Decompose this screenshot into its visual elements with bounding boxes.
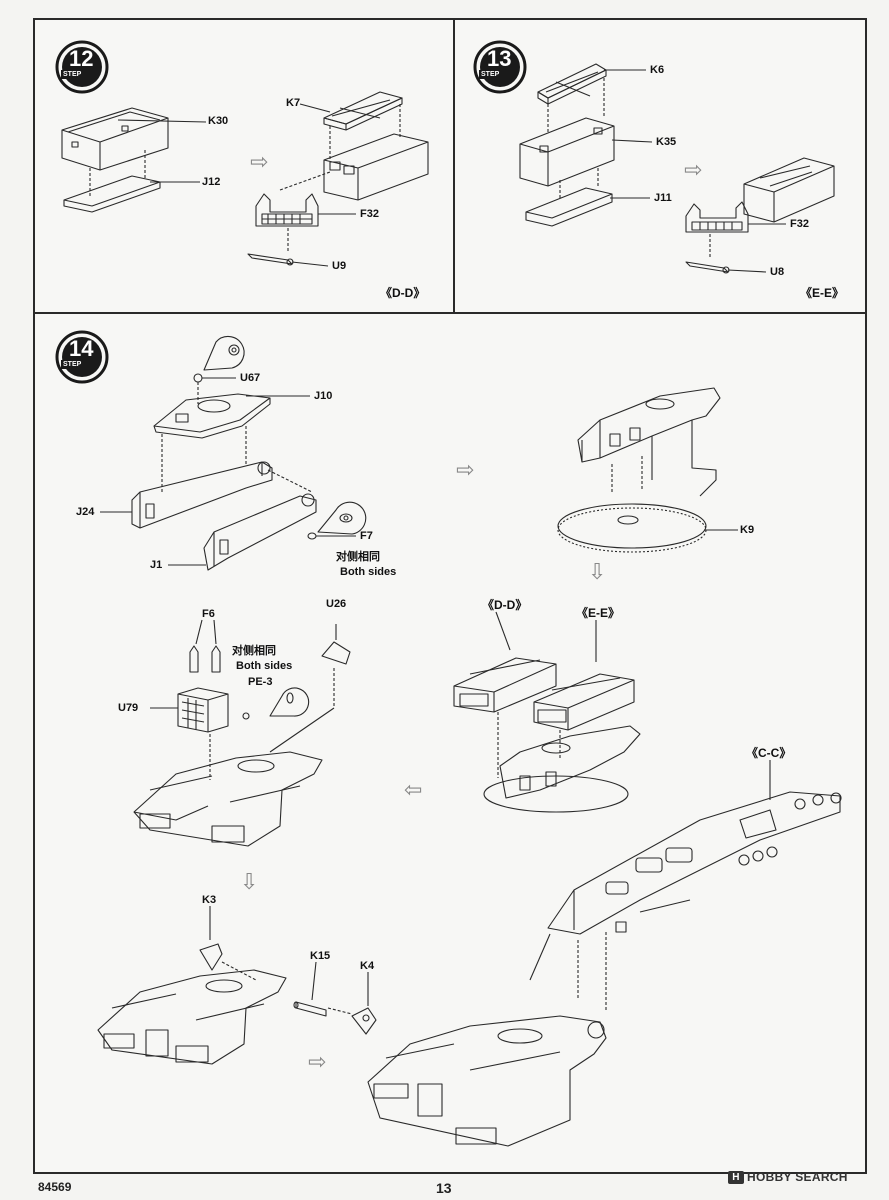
part-k35-drawing [519,117,615,187]
step-13-number: 13 [487,46,512,71]
label-u67: U67 [240,372,261,384]
part-k7-drawing [323,91,403,131]
label-k3: K3 [202,894,217,906]
watermark-text: HOBBY SEARCH [747,1170,848,1184]
label-j24: J24 [76,506,95,518]
part-f6-drawing [189,645,221,673]
part-f32-13-drawing [685,201,749,233]
label-k15: K15 [310,950,331,962]
step-12-number: 12 [69,46,94,71]
part-k3-drawing [199,943,223,971]
label-pe3: PE-3 [248,676,273,688]
step-13-badge: 13 STEP [473,40,527,94]
section-ee-13: 《E-E》 [800,286,845,300]
label-both-sides-cn-2: 对侧相同 [232,645,276,657]
label-u79: U79 [118,702,139,714]
part-k30-assembled-drawing [323,133,429,201]
step-14-arrow-down-2-icon: ⇩ [240,870,259,895]
label-j1: J1 [150,559,163,571]
step-13-assembled-drawing [743,157,835,223]
label-u8: U8 [770,266,785,278]
step-14-arrow-right-icon: ⇨ [456,458,475,483]
part-k15-drawing [293,1001,327,1017]
part-j1-drawing [203,493,317,571]
part-j11-drawing [525,187,613,227]
part-u9-drawing [247,253,294,266]
part-k30-drawing [61,107,169,171]
step-13-arrow-icon: ⇨ [684,158,703,183]
label-k9: K9 [740,524,755,536]
label-f6: F6 [202,608,215,620]
ee-assembly-placed-drawing [533,673,635,731]
section-dd-12: 《D-D》 [380,286,426,300]
label-u26: U26 [326,598,347,610]
page-number: 13 [436,1180,452,1196]
assembled-hull-left-drawing [133,751,323,847]
label-k4: K4 [360,960,375,972]
step-14-arrow-right-2-icon: ⇨ [308,1050,327,1075]
step-14-panel [33,312,867,1174]
label-k35: K35 [656,136,677,148]
step-14-word: STEP [63,361,82,368]
label-u9: U9 [332,260,347,272]
callout-u67-drawing [203,335,245,371]
step-12-badge: 12 STEP [55,40,109,94]
section-cc-14: 《C-C》 [746,746,792,760]
step-14-number: 14 [69,336,94,361]
section-ee-14: 《E-E》 [576,606,621,620]
part-u26-drawing [321,641,351,665]
watermark-logo-icon: H [728,1171,744,1185]
label-k30: K30 [208,115,229,127]
step-12-arrow-icon: ⇨ [250,150,269,175]
part-j12-drawing [63,175,161,213]
label-f32-13: F32 [790,218,809,230]
step-13-word: STEP [481,71,500,78]
part-k4-drawing [351,1007,377,1035]
part-k9-drawing [557,387,721,553]
label-k6: K6 [650,64,665,76]
part-k6-drawing [537,63,607,105]
part-u79-drawing [177,687,229,733]
part-j24-drawing [131,461,273,529]
step-14-badge: 14 STEP [55,330,109,384]
hull-upper-with-ring-drawing [483,725,641,813]
label-f32-12: F32 [360,208,379,220]
section-dd-14: 《D-D》 [482,598,528,612]
label-both-sides-en-2: Both sides [236,660,293,672]
step-12-word: STEP [63,71,82,78]
label-j12: J12 [202,176,221,188]
label-j10: J10 [314,390,333,402]
part-j10-drawing [153,393,271,439]
label-f7: F7 [360,530,373,542]
label-k7: K7 [286,97,301,109]
callout-pe3-drawing [269,687,310,717]
dd-assembly-placed-drawing [453,657,557,713]
step-14-arrow-left-icon: ⇦ [404,778,423,803]
callout-f7-drawing [317,501,367,535]
assembled-hull-k3-drawing [97,969,287,1065]
final-hull-assembly-drawing [367,1015,607,1147]
label-j11: J11 [654,192,672,204]
part-f32-drawing [255,193,319,227]
label-both-sides-en-1: Both sides [340,566,397,578]
kit-number: 84569 [38,1180,72,1194]
step-14-arrow-down-icon: ⇩ [588,560,607,585]
label-both-sides-cn-1: 对侧相同 [336,551,380,563]
part-u8-drawing [685,261,730,274]
lower-hull-cc-drawing [529,791,842,981]
